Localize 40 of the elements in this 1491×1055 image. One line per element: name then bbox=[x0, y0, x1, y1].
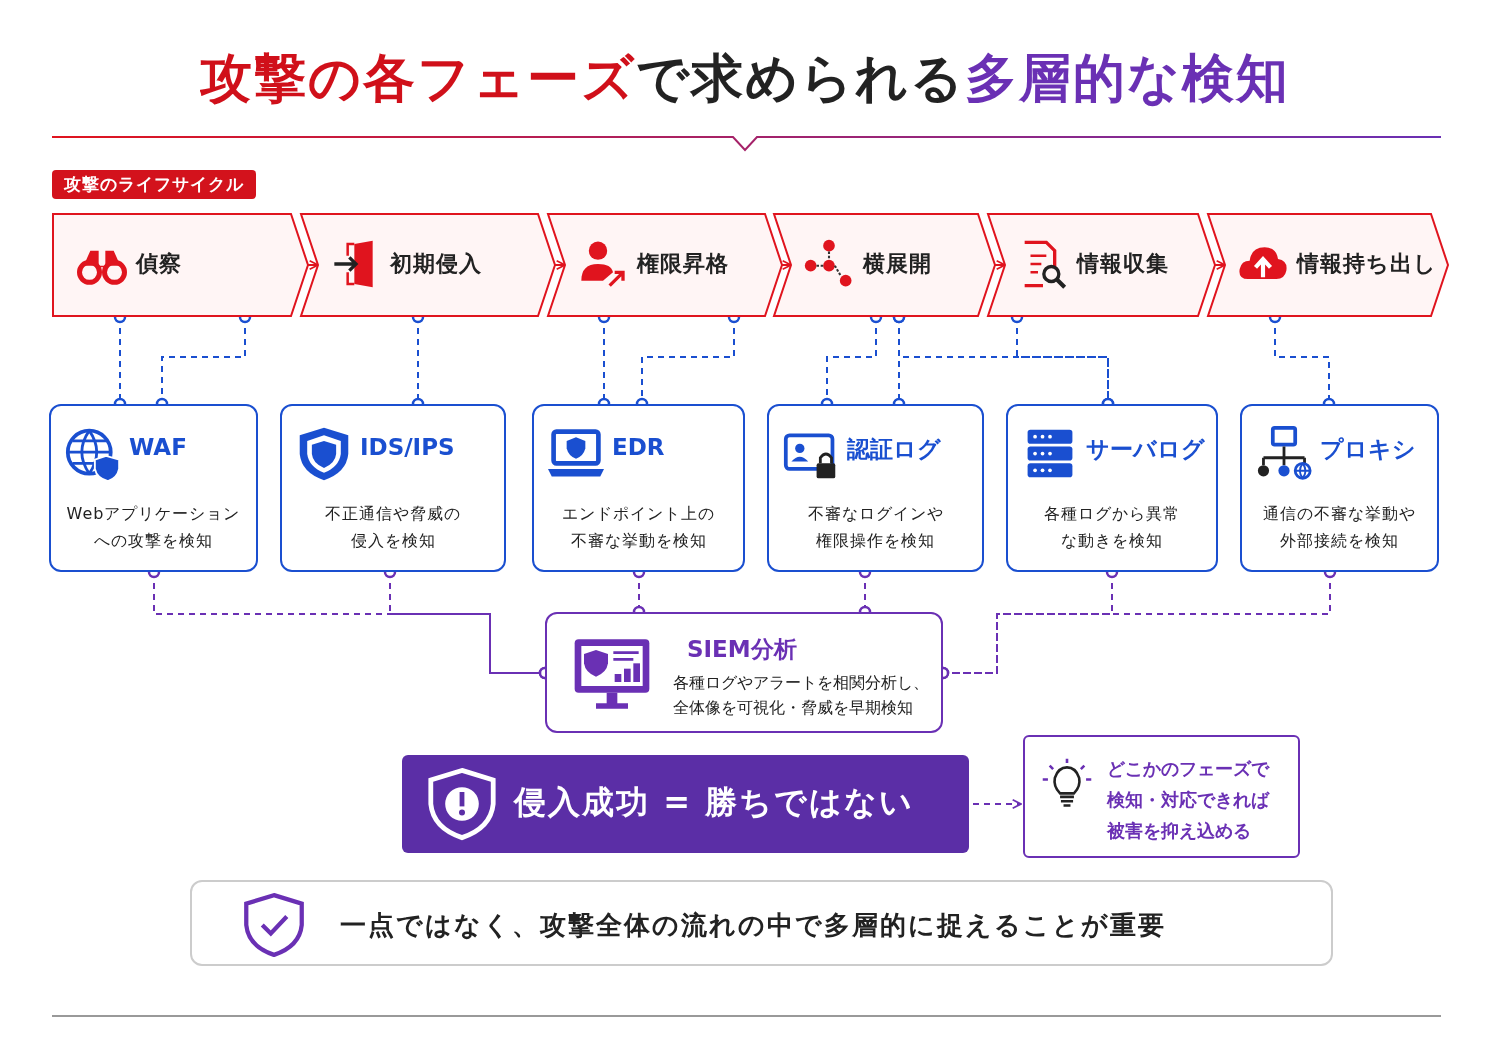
summary-text: 一点ではなく、攻撃全体の流れの中で多層的に捉えることが重要 bbox=[340, 909, 1166, 942]
connector-line bbox=[307, 260, 319, 270]
card-description: 不正通信や脅威の侵入を検知 bbox=[324, 503, 462, 552]
phase-label: 偵察 bbox=[136, 250, 182, 278]
card-title: サーバログ bbox=[1086, 435, 1205, 464]
section-tag: 攻撃のライフサイクル bbox=[52, 170, 256, 199]
phase-label: 横展開 bbox=[863, 250, 932, 278]
card-description: 各種ログから異常な動きを検知 bbox=[1043, 503, 1181, 552]
card-title: 認証ログ bbox=[847, 435, 941, 464]
detection-card bbox=[1240, 404, 1439, 572]
card-title: IDS/IPS bbox=[360, 434, 455, 460]
detection-card bbox=[532, 404, 745, 572]
card-title: WAF bbox=[129, 434, 187, 460]
card-description: 通信の不審な挙動や外部接続を検知 bbox=[1262, 503, 1417, 552]
card-description: エンドポイント上の不審な挙動を検知 bbox=[561, 503, 716, 552]
connector-line bbox=[972, 799, 1022, 809]
connector-line bbox=[1214, 260, 1226, 270]
connector-line bbox=[781, 260, 792, 270]
siem-card bbox=[545, 612, 943, 733]
detection-card bbox=[49, 404, 258, 572]
phase-label: 情報持ち出し bbox=[1297, 250, 1437, 278]
card-description: 各種ログやアラートを相関分析し、全体像を可視化・脅威を早期検知 bbox=[673, 672, 930, 719]
phase-label: 情報収集 bbox=[1077, 250, 1169, 278]
card-title: EDR bbox=[612, 434, 665, 460]
card-description: 不審なログインや権限操作を検知 bbox=[806, 503, 945, 552]
detection-card bbox=[767, 404, 984, 572]
hint-card bbox=[1023, 735, 1300, 858]
card-title: SIEM分析 bbox=[687, 635, 797, 664]
connector-line bbox=[994, 260, 1006, 270]
message-banner bbox=[402, 755, 969, 853]
summary-card bbox=[190, 880, 1333, 966]
hint-text: どこかのフェーズで検知・対応できれば被害を抑え込める bbox=[1107, 757, 1271, 843]
connector-line bbox=[554, 260, 566, 270]
detection-card bbox=[1006, 404, 1218, 572]
banner-text: 侵入成功 = 勝ちではない bbox=[514, 782, 915, 823]
card-title: プロキシ bbox=[1320, 435, 1416, 464]
card-description: Webアプリケーションへの攻撃を検知 bbox=[65, 503, 242, 552]
detection-card bbox=[280, 404, 506, 572]
phase-label: 初期侵入 bbox=[390, 250, 482, 278]
phase-label: 権限昇格 bbox=[637, 250, 729, 278]
